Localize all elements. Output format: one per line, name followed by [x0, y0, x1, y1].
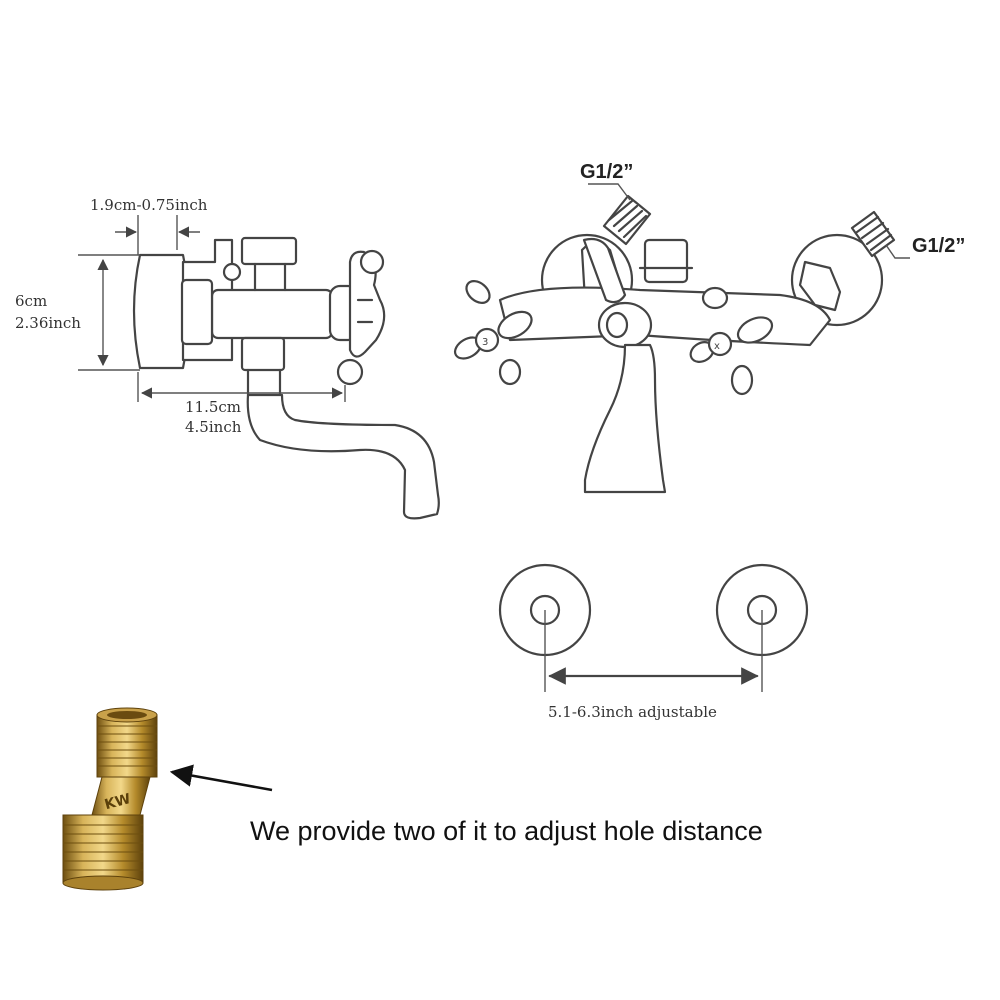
offset-dimension-label: 1.9cm-0.75inch: [90, 196, 208, 214]
side-view-drawing: [78, 215, 440, 520]
height-cm-label: 6cm: [15, 292, 47, 310]
adapter-caption: We provide two of it to adjust hole dist…: [250, 816, 763, 846]
svg-text:3: 3: [482, 337, 488, 348]
length-cm-label: 11.5cm: [185, 398, 241, 416]
thread-left-label: G1/2”: [580, 161, 633, 183]
front-view-drawing: 3 x: [453, 183, 910, 494]
spacing-label: 5.1-6.3inch adjustable: [548, 703, 717, 721]
adapter-stamp: KW: [103, 791, 133, 813]
brass-adapter-image: KW: [62, 707, 158, 891]
length-inch-label: 4.5inch: [185, 418, 242, 436]
thread-right-label: G1/2”: [912, 235, 965, 257]
height-inch-label: 2.36inch: [15, 314, 81, 332]
pointer-arrow: [169, 764, 273, 792]
hole-spacing-drawing: [498, 563, 809, 692]
svg-text:x: x: [714, 341, 720, 352]
